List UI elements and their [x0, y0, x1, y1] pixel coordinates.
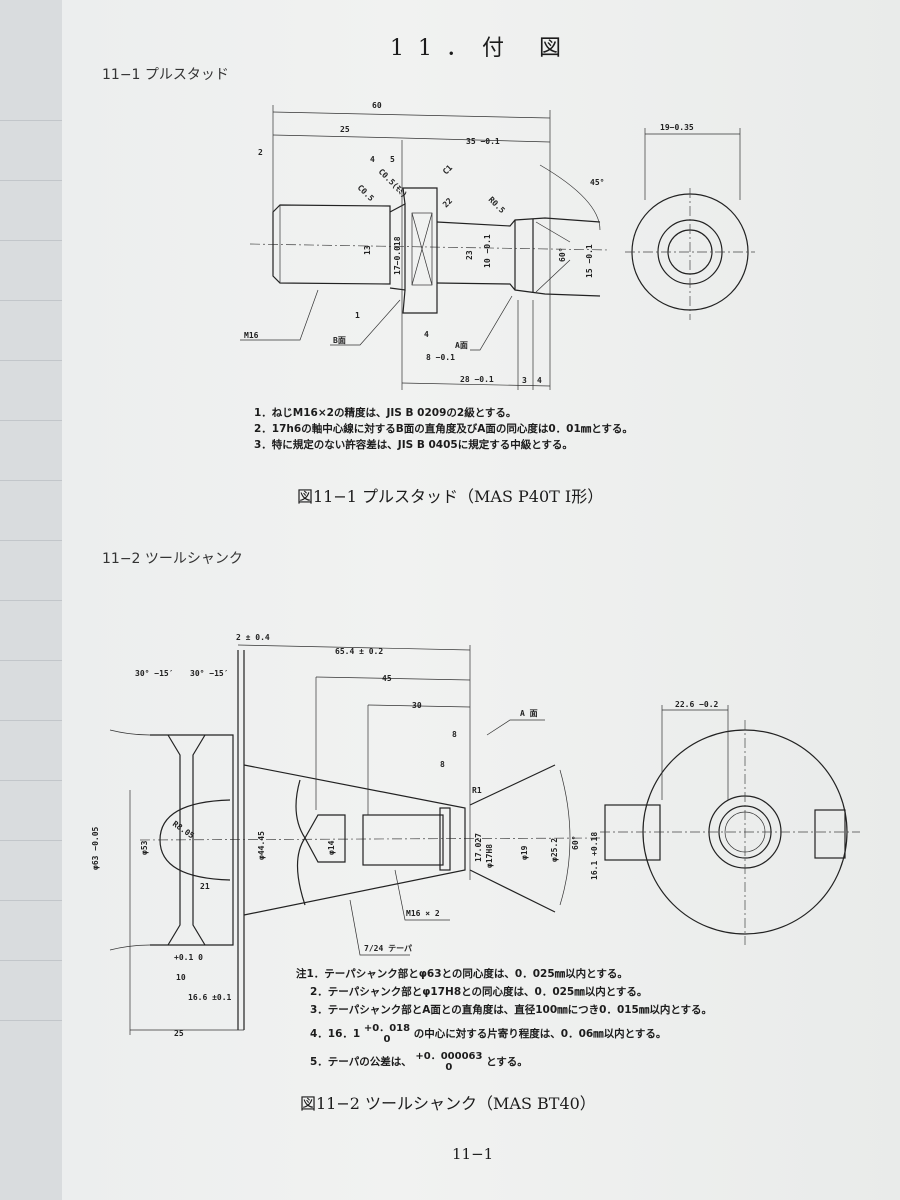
- note-2: 2．17h6の軸中心線に対するB面の直角度及びA面の同心度は0．01㎜とする。: [254, 423, 633, 435]
- note-1: 注1．テーパシャンク部とφ63との同心度は、0．025㎜以内とする。: [296, 968, 628, 980]
- dim-label: φ44.45: [257, 831, 266, 860]
- dim-label: A 面: [520, 709, 538, 718]
- dim-label: R8.05: [171, 819, 196, 840]
- dim-label: 28 −0.1: [460, 375, 494, 384]
- dim-label: φ63 −0.05: [91, 826, 100, 870]
- dim-label: 45°: [590, 178, 604, 187]
- dim-label: 23: [465, 250, 474, 260]
- tool-shank-side-view: 2 ± 0.4 65.4 ± 0.2 45 30 A 面 8 8 R1 30° …: [91, 633, 601, 1038]
- dim-label: 60°: [571, 836, 580, 850]
- dim-label: 4: [424, 330, 429, 339]
- dim-label: B面: [333, 336, 346, 345]
- dim-label: 15 −0.1: [585, 244, 594, 278]
- dim-label: 8: [452, 730, 457, 739]
- dim-label: 2 ± 0.4: [236, 633, 270, 642]
- dim-label: 25: [340, 125, 350, 134]
- page-number: 11−1: [452, 1145, 494, 1163]
- dim-label: 30° −15′: [190, 669, 229, 678]
- dim-label: 17−0.018: [393, 236, 402, 275]
- page-title: 11．付 図: [390, 36, 575, 61]
- dim-label: 16.6 ±0.1: [188, 993, 232, 1002]
- dim-label: C0.5(ﾓﾐ): [377, 167, 409, 199]
- dim-label: 60°: [558, 248, 567, 262]
- dim-label: 13: [363, 245, 372, 255]
- dim-label: 1: [355, 311, 360, 320]
- dim-label: 65.4 ± 0.2: [335, 647, 383, 656]
- dim-label: 3: [522, 376, 527, 385]
- dim-label: 17.027: [474, 833, 483, 862]
- dim-label: 21: [200, 882, 210, 891]
- note-3: 3．テーパシャンク部とA面との直角度は、直径100㎜につき0．015㎜以内とする…: [310, 1004, 713, 1016]
- dim-label: 4: [370, 155, 375, 164]
- dim-label: C1: [441, 163, 454, 176]
- dim-label: 35 −0.1: [466, 137, 500, 146]
- tol-lower: 0: [445, 1062, 453, 1073]
- tol-lower: 0: [383, 1034, 391, 1045]
- dim-label: R0.5: [487, 195, 507, 215]
- dim-label: +0.1 0: [174, 953, 203, 962]
- note-4-text: 4．16．1: [310, 1028, 361, 1040]
- dim-label: M16 × 2: [406, 909, 440, 918]
- section-heading-pull-stud: 11−1 プルスタッド: [102, 67, 229, 83]
- tool-shank-end-view: 22.6 −0.2: [600, 700, 860, 945]
- dim-label: 10 −0.1: [483, 234, 492, 268]
- pull-stud-end-view: 19−0.35: [625, 123, 755, 320]
- dim-label: A面: [455, 341, 468, 350]
- dim-label: φ53: [140, 840, 149, 855]
- note-1: 1．ねじM16×2の精度は、JIS B 0209の2級とする。: [254, 407, 517, 419]
- dim-label: 10: [176, 973, 186, 982]
- note-5-text-end: とする。: [486, 1056, 528, 1068]
- document-page: [62, 0, 900, 1200]
- dim-label: 60: [372, 101, 382, 110]
- dim-label: 4: [537, 376, 542, 385]
- dim-label: 30: [412, 701, 422, 710]
- figure-caption-11-1: 図11−1 プルスタッド（MAS P40T I形）: [297, 487, 604, 506]
- dim-label: 8 −0.1: [426, 353, 455, 362]
- dim-label: φ25.2: [550, 838, 559, 862]
- notes-tool-shank: 注1．テーパシャンク部とφ63との同心度は、0．025㎜以内とする。 2．テーパ…: [296, 965, 712, 1073]
- dim-label: M16: [244, 331, 259, 340]
- dim-label: 7/24 テーパ: [364, 943, 412, 953]
- dim-label: 5: [390, 155, 395, 164]
- dim-label: 8: [440, 760, 445, 769]
- figure-caption-11-2: 図11−2 ツールシャンク（MAS BT40）: [300, 1094, 596, 1113]
- note-5-text: 5．テーパの公差は、: [310, 1056, 412, 1068]
- note-2: 2．テーパシャンク部とφ17H8との同心度は、0．025㎜以内とする。: [310, 986, 648, 998]
- dim-label: 2: [258, 148, 263, 157]
- dim-label: C0.5: [356, 183, 376, 203]
- dim-label: 22: [441, 196, 454, 209]
- adjacent-page-edge: [0, 0, 63, 1200]
- dim-label: 22.6 −0.2: [675, 700, 719, 709]
- dim-label: 45: [382, 674, 392, 683]
- dim-label: 16.1 +0.18: [590, 832, 599, 880]
- pull-stud-side-view: 60 25 35 −0.1 2 4 5 C0.5 C0.5(ﾓﾐ) C1 22 …: [240, 101, 611, 390]
- note-4-text-end: の中心に対する片寄り程度は、0．06㎜以内とする。: [413, 1028, 667, 1040]
- section-heading-tool-shank: 11−2 ツールシャンク: [102, 551, 243, 567]
- notes-pull-stud: 1．ねじM16×2の精度は、JIS B 0209の2級とする。 2．17h6の軸…: [254, 405, 633, 453]
- dim-label: 30° −15′: [135, 669, 174, 678]
- note-3: 3．特に規定のない許容差は、JIS B 0405に規定する中級とする。: [254, 439, 573, 451]
- dim-label: R1: [472, 786, 482, 795]
- dim-label: 19−0.35: [660, 123, 694, 132]
- dim-label: φ14: [327, 840, 336, 855]
- dim-label: 25: [174, 1029, 184, 1038]
- tol-upper: +0．018: [363, 1023, 411, 1034]
- dim-label: φ19: [520, 845, 529, 860]
- tol-upper: +0．000063: [415, 1051, 483, 1062]
- dim-label: φ17H8: [485, 844, 494, 868]
